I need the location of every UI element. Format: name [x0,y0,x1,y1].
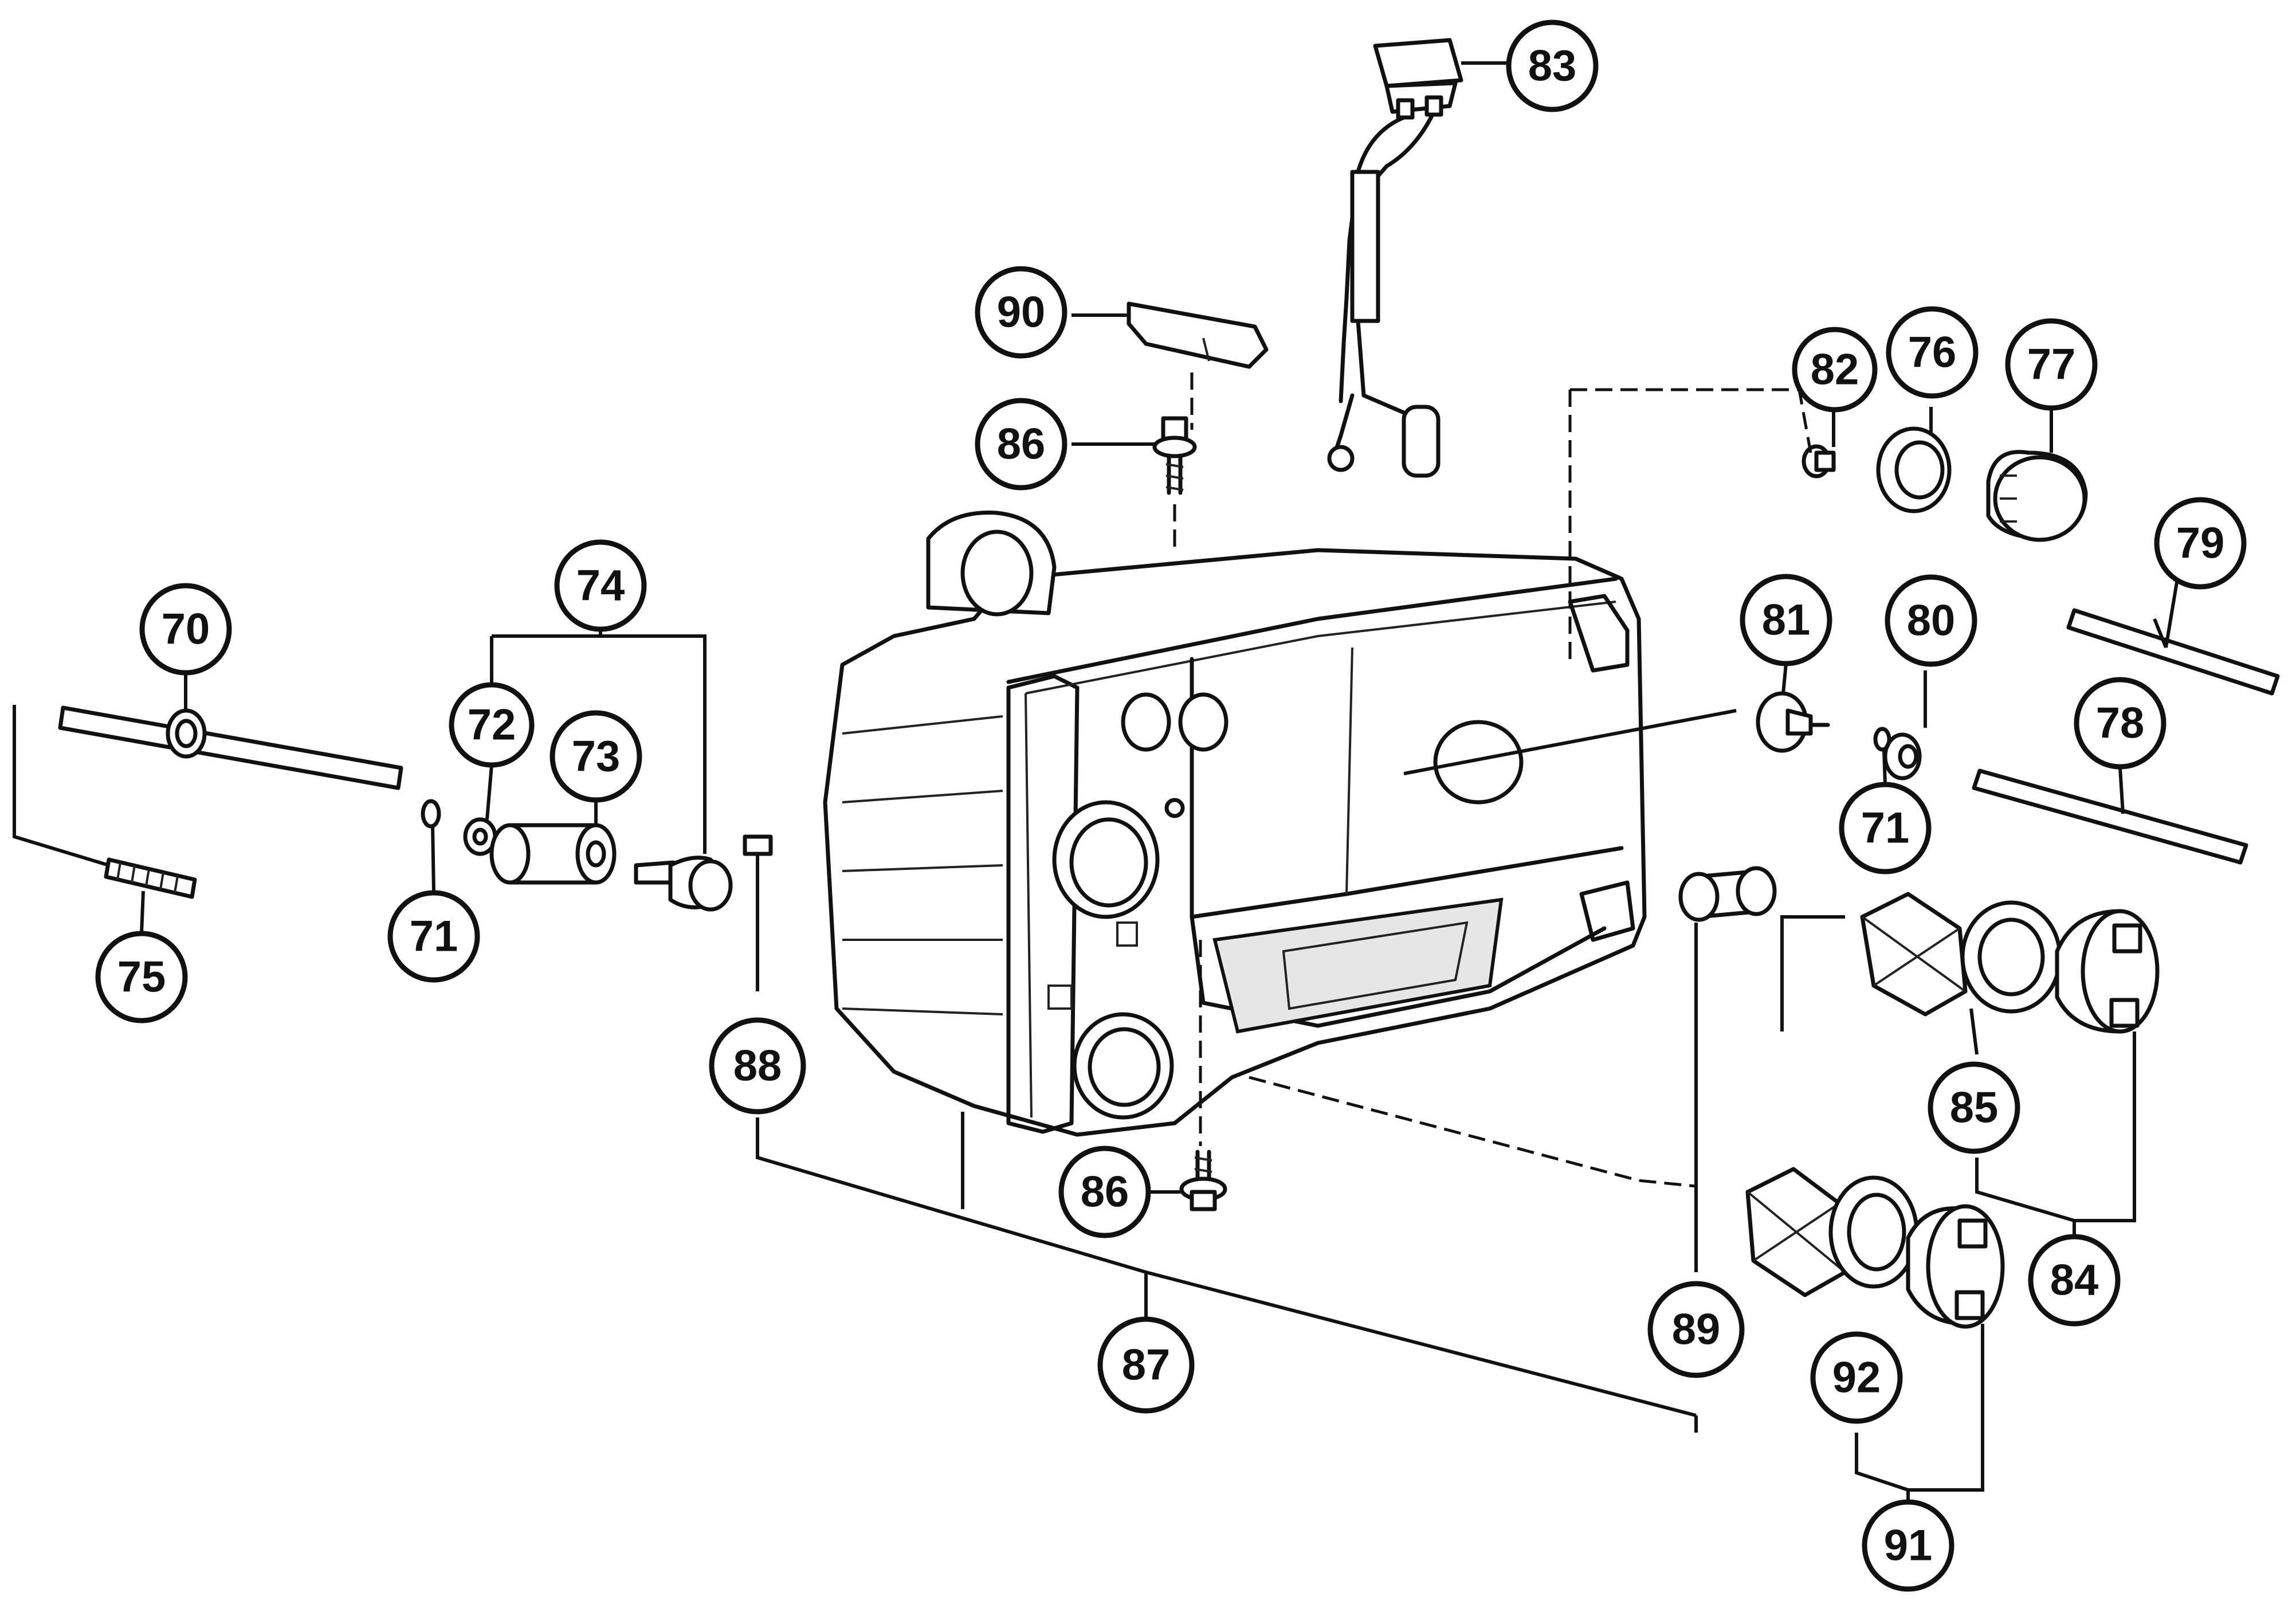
callout-label-92: 92 [1832,1354,1881,1402]
hex-nut [1876,426,1952,513]
o-ring-left [421,799,441,829]
callout-label-88: 88 [733,1042,782,1091]
cylinder-sleeve [489,823,617,885]
callout-label-74: 74 [576,562,625,610]
callout-91: 91 [1862,1499,1954,1592]
callout-71-right: 71 [1839,782,1932,874]
callout-84: 84 [2028,1234,2121,1327]
valve [1756,691,1830,753]
callout-77: 77 [2005,318,2098,411]
nipple-fitting [1802,444,1836,478]
callout-label-73: 73 [572,732,621,781]
main-housing [823,511,1647,1137]
callout-85: 85 [1928,1061,2020,1154]
callout-label-75: 75 [117,953,166,1002]
callout-label-71-left: 71 [410,912,458,961]
callout-label-80: 80 [1907,597,1956,645]
callout-label-72: 72 [468,701,516,750]
callout-label-83: 83 [1528,42,1577,91]
callout-label-70: 70 [162,605,210,654]
callout-87: 87 [1097,1316,1195,1414]
rod-lower [1972,768,2248,865]
callout-86-bottom: 86 [1058,1146,1151,1238]
rod-assembly [58,705,403,790]
callout-76: 76 [1886,306,1979,399]
knob [634,856,733,912]
callout-label-90: 90 [997,288,1046,337]
callout-72: 72 [449,682,535,768]
callout-label-82: 82 [1811,346,1859,394]
callout-92: 92 [1810,1331,1903,1424]
clip [1127,301,1269,369]
cap-assembly-upper [1860,892,2160,1034]
callout-label-86-bottom: 86 [1081,1168,1129,1217]
callout-86-top: 86 [975,398,1067,491]
rod-upper [2066,608,2280,696]
cap-assembly-lower [1745,1167,2005,1329]
callout-label-91: 91 [1884,1521,1933,1570]
callout-88: 88 [709,1017,806,1115]
callout-71-left: 71 [387,890,480,983]
callout-90: 90 [975,266,1067,359]
callout-label-78: 78 [2096,699,2145,748]
callout-79: 79 [2154,497,2247,590]
callout-label-87: 87 [1122,1341,1171,1390]
callout-label-71-right: 71 [1861,804,1910,853]
cap [1986,450,2088,542]
bushing [1678,866,1777,922]
screw-bottom [1179,1150,1227,1211]
callout-label-86-top: 86 [997,420,1046,469]
callout-80: 80 [1885,574,1977,667]
callout-89: 89 [1647,1281,1745,1378]
callout-label-77: 77 [2027,340,2076,389]
callout-83: 83 [1506,19,1599,112]
callout-74: 74 [554,539,647,632]
callout-75: 75 [95,931,188,1023]
callout-label-76: 76 [1908,328,1957,377]
screw-top [1152,416,1197,495]
pin [743,834,773,856]
switch-harness [1327,38,1463,478]
callout-82: 82 [1792,327,1878,413]
callout-label-89: 89 [1672,1305,1721,1354]
callout-70: 70 [139,583,232,676]
callout-label-81: 81 [1762,596,1811,645]
spring [104,857,197,899]
callout-label-79: 79 [2176,519,2225,568]
callout-73: 73 [550,710,642,803]
o-ring-right [1873,727,1891,752]
callout-label-84: 84 [2050,1256,2099,1305]
callout-label-85: 85 [1950,1084,1999,1132]
callout-78: 78 [2074,677,2167,770]
callout-81: 81 [1740,574,1832,666]
